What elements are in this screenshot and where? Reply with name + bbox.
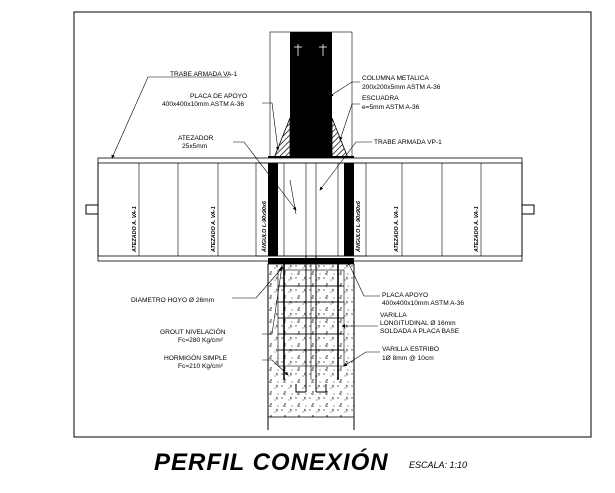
label-grout-spec: Fc=280 Kg/cm² [178,337,224,344]
label-atezado-c: ATEZADO A. VA-1 [474,206,480,253]
label-placa-apoyo-top-spec: 400x400x10mm ASTM A-36 [162,101,244,108]
label-hormigon-spec: Fc=210 Kg/cm² [178,363,224,370]
label-atezador-spec: 25x5mm [182,143,208,150]
label-atezado-a: ATEZADO A. VA-1 [132,206,138,253]
label-escuadra: ESCUADRA [362,95,399,102]
bottom-bearing-plate [268,258,354,264]
label-columna-spec: 200x200x5mm ASTM A-36 [362,84,441,91]
label-hormigon: HORMIGÓN SIMPLE [164,353,228,362]
label-angulo-b: ÁNGULO L-90x90x6 [355,200,362,253]
label-estribo-spec: 1Ø 8mm @ 10cm [382,355,434,362]
concrete-pedestal [267,256,355,430]
label-angulo-a: ÁNGULO L-90x90x6 [261,200,268,253]
label-atezador: ATEZADOR [178,135,214,142]
label-columna: COLUMNA METALICA [362,75,430,82]
main-beam [85,157,535,262]
label-varilla-spec: LONGITUDINAL Ø 16mm [380,320,456,327]
label-varilla-note: SOLDADA A PLACA BASE [380,328,460,335]
label-trabe-vp1: TRABE ARMADA VP-1 [374,139,442,146]
label-varilla: VARILLA [380,312,407,319]
label-estribo: VARILLA ESTRIBO [382,346,439,353]
drawing-title: PERFIL CONEXIÓN [154,448,389,476]
drawing-frame [73,11,592,438]
label-placa-apoyo-bot: PLACA APOYO [382,292,428,299]
label-escuadra-spec: e=5mm ASTM A-36 [362,104,420,111]
drawing-scale: ESCALA: 1:10 [409,460,467,470]
label-placa-apoyo-top: PLACA DE APOYO [190,93,247,100]
label-atezado-d: ATEZADO A. VA-1 [394,206,400,253]
steel-column [269,31,353,161]
label-trabe-va1: TRABE ARMADA VA-1 [170,71,238,78]
label-atezado-b: ATEZADO A. VA-1 [211,206,217,253]
leader-lines [111,76,380,376]
connection-zone [255,162,367,257]
label-placa-apoyo-bot-spec: 400x400x10mm ASTM A-36 [382,300,464,307]
label-grout: GROUT NIVELACIÓN [160,327,226,336]
label-diametro-hoyo: DIAMETRO HOYO Ø 26mm [131,297,215,304]
